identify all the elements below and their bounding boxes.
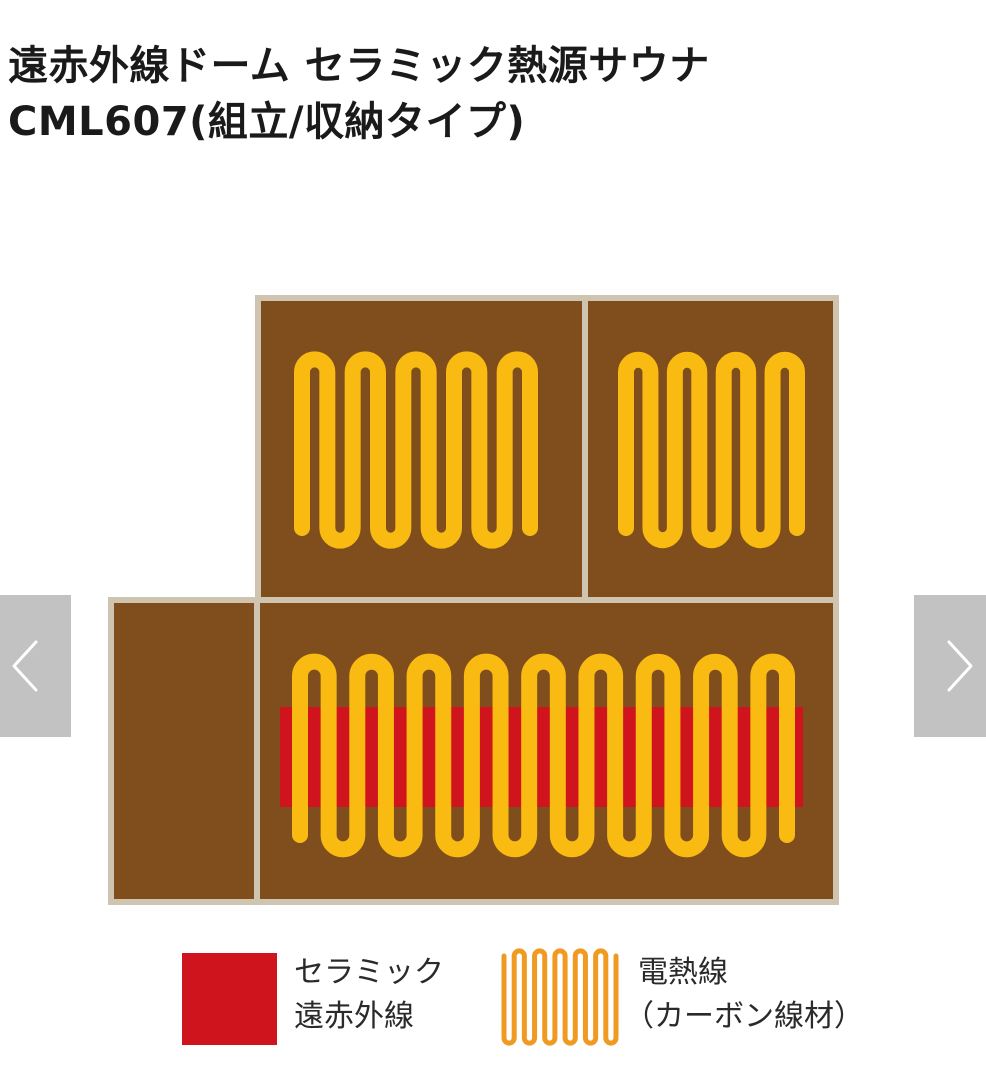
- legend-wire-line-2: （カーボン線材）: [624, 999, 864, 1034]
- legend-wire-line-1: 電熱線: [638, 955, 728, 990]
- legend-ceramic-line-1: セラミック: [294, 955, 444, 990]
- legend-ceramic-swatch: [182, 953, 277, 1045]
- legend-wire-path: [501, 948, 619, 1046]
- heating-wires: [292, 351, 805, 858]
- wire-bottom: [292, 653, 795, 858]
- previous-image-button[interactable]: [0, 595, 71, 737]
- title-line-1: 遠赤外線ドーム セラミック熱源サウナ: [8, 43, 710, 89]
- legend-ceramic-line-2: 遠赤外線: [294, 999, 414, 1034]
- page-title: 遠赤外線ドーム セラミック熱源サウナ CML607(組立/収納タイプ): [8, 38, 710, 150]
- chevron-right-icon: [947, 640, 973, 692]
- next-image-button[interactable]: [914, 595, 986, 737]
- legend-heating-wire-label: 電熱線 （カーボン線材）: [624, 951, 864, 1039]
- title-line-2: CML607(組立/収納タイプ): [8, 99, 526, 145]
- panel-bottom-left: [114, 603, 254, 899]
- wire-top-left: [294, 351, 538, 549]
- legend-ceramic-label: セラミック 遠赤外線: [294, 951, 444, 1039]
- chevron-left-icon: [12, 640, 38, 692]
- ceramic-far-infrared-band: [280, 707, 803, 807]
- wire-top-right: [618, 351, 805, 549]
- legend-heating-wire-swatch: [501, 948, 619, 1046]
